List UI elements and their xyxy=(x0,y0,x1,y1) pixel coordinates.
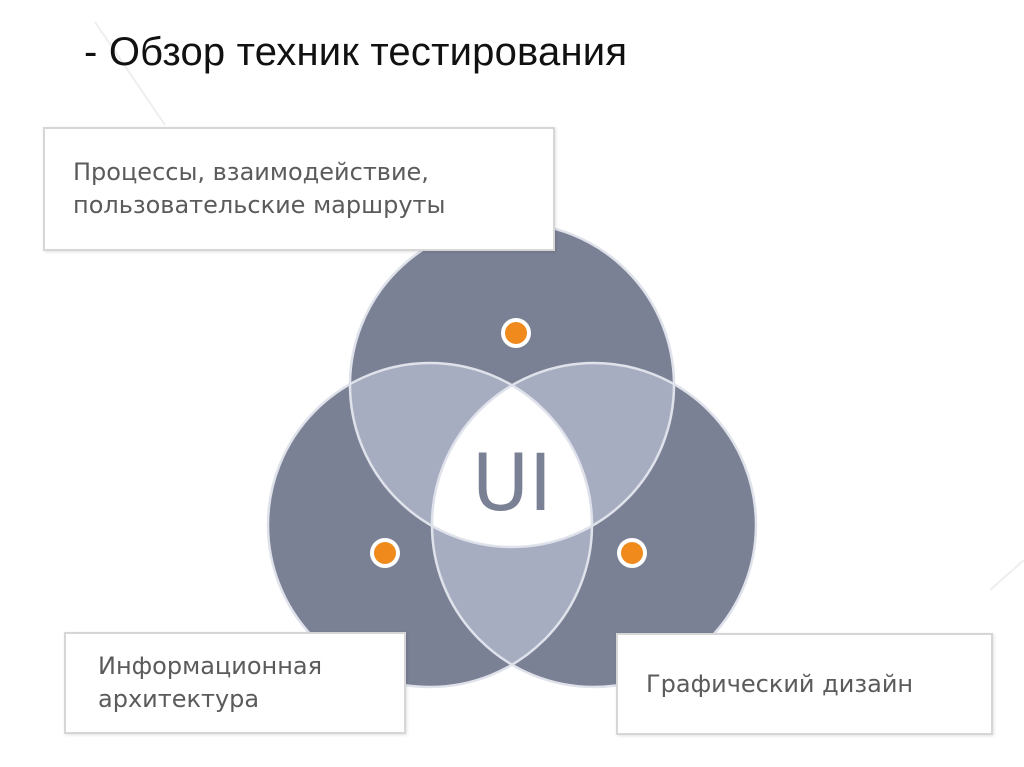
marker-dot-left-fill xyxy=(374,542,396,564)
marker-dot-top-fill xyxy=(505,322,527,344)
label-box-information-architecture: Информационная архитектура xyxy=(64,632,406,734)
pointer-right xyxy=(640,585,692,636)
label-line: Графический дизайн xyxy=(646,670,914,698)
label-box-processes: Процессы, взаимодействие, пользовательск… xyxy=(43,127,555,251)
marker-dot-right-fill xyxy=(621,542,643,564)
slide-title: - Обзор техник тестирования xyxy=(84,30,628,74)
decorative-line xyxy=(94,21,166,126)
label-line: Процессы, взаимодействие, xyxy=(73,158,429,186)
decorative-line xyxy=(989,559,1024,591)
label-line: архитектура xyxy=(98,685,260,713)
label-line: пользовательские маршруты xyxy=(73,191,446,219)
pointer-left xyxy=(330,585,378,636)
marker-dots xyxy=(370,318,647,568)
label-line: Информационная xyxy=(98,652,323,680)
callout-pointers xyxy=(330,245,692,636)
pointer-top xyxy=(455,245,515,300)
center-label: UI xyxy=(472,439,552,529)
label-box-graphic-design: Графический дизайн xyxy=(616,633,993,735)
